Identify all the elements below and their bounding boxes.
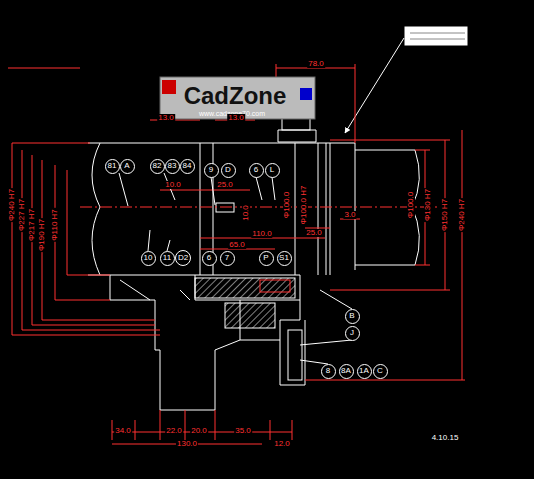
callout-number: B [349,312,354,320]
callout-circle: 9 [204,163,219,178]
dimension-text: 22.0 [165,427,183,435]
callout-circle: 11 [160,251,175,266]
callout-circle: 1A [357,364,372,379]
callout-circle: 81 [105,159,120,174]
dimension-text: 25.0 [216,181,234,189]
callout-number: 9 [209,166,213,174]
callout-number: J [350,329,354,337]
callout-circle: P [259,251,274,266]
callout-circle: 6 [249,163,264,178]
callout-number: 6 [254,166,258,174]
callout-circle: A [120,159,135,174]
callout-circle: 8A [339,364,354,379]
callout-number: 8A [341,367,351,375]
dimension-text: Φ150 H7 [441,198,449,232]
callout-number: 81 [108,162,117,170]
callout-number: D [225,166,231,174]
dimension-text: 12.0 [273,440,291,448]
dimension-text: Φ110 H7 [51,208,59,242]
dimension-text: Φ227 H7 [18,198,26,232]
callout-circle: J [345,326,360,341]
callout-number: 8 [326,367,330,375]
dimension-text: Φ100.0 H7 [300,185,308,226]
dimension-text: Φ130 H7 [424,188,432,222]
callout-circle: B [345,309,360,324]
callout-number: D2 [178,254,188,262]
callout-number: A [124,162,129,170]
dimension-text: Φ100.0 [407,191,415,219]
callout-number: 10 [144,254,153,262]
callout-number: C [377,367,383,375]
note: 4.10.15 [431,434,460,442]
callout-number: 84 [183,162,192,170]
dimension-text: 78.0 [307,60,325,68]
dimension-text: Φ217 H7 [28,208,36,242]
dimension-text: 35.0 [234,427,252,435]
callout-number: 83 [168,162,177,170]
dimension-text: 110.0 [251,230,272,238]
dimension-text: 65.0 [228,241,246,249]
callout-circle: S1 [277,251,292,266]
callout-number: S1 [279,254,289,262]
callout-number: 82 [153,162,162,170]
dimension-text: 130.0 [176,440,198,448]
dimension-text: 25.0 [305,229,323,237]
dimension-text: 10.0 [164,181,182,189]
dimension-text: 10.0 [242,204,250,222]
callout-circle: 8 [321,364,336,379]
dimension-text: Φ100.0 [283,191,291,219]
callout-circle: 84 [180,159,195,174]
callout-circle: 82 [150,159,165,174]
dimension-text: 3.0 [343,211,356,219]
callout-number: L [270,166,274,174]
callout-circle: D [221,163,236,178]
callout-circle: 10 [141,251,156,266]
callout-circle: 7 [220,251,235,266]
callout-circle: L [265,163,280,178]
dimension-text: 13.0 [227,114,245,122]
callout-number: 6 [207,254,211,262]
dimension-text: Φ240 H7 [8,188,16,222]
callout-number: 1A [359,367,369,375]
dimension-text: 13.0 [157,114,175,122]
watermark: CadZone [183,84,288,108]
callout-circle: 6 [202,251,217,266]
callout-number: 11 [163,254,171,262]
callout-number: P [263,254,268,262]
callout-circle: 83 [165,159,180,174]
dimension-text: 34.0 [114,427,132,435]
callout-circle: C [373,364,388,379]
callout-circle: D2 [175,250,191,266]
dimension-text: Φ190 H7 [38,218,46,252]
callout-number: 7 [225,254,229,262]
dimension-text: 20.0 [190,427,208,435]
dimension-text: Φ240 H7 [458,198,466,232]
